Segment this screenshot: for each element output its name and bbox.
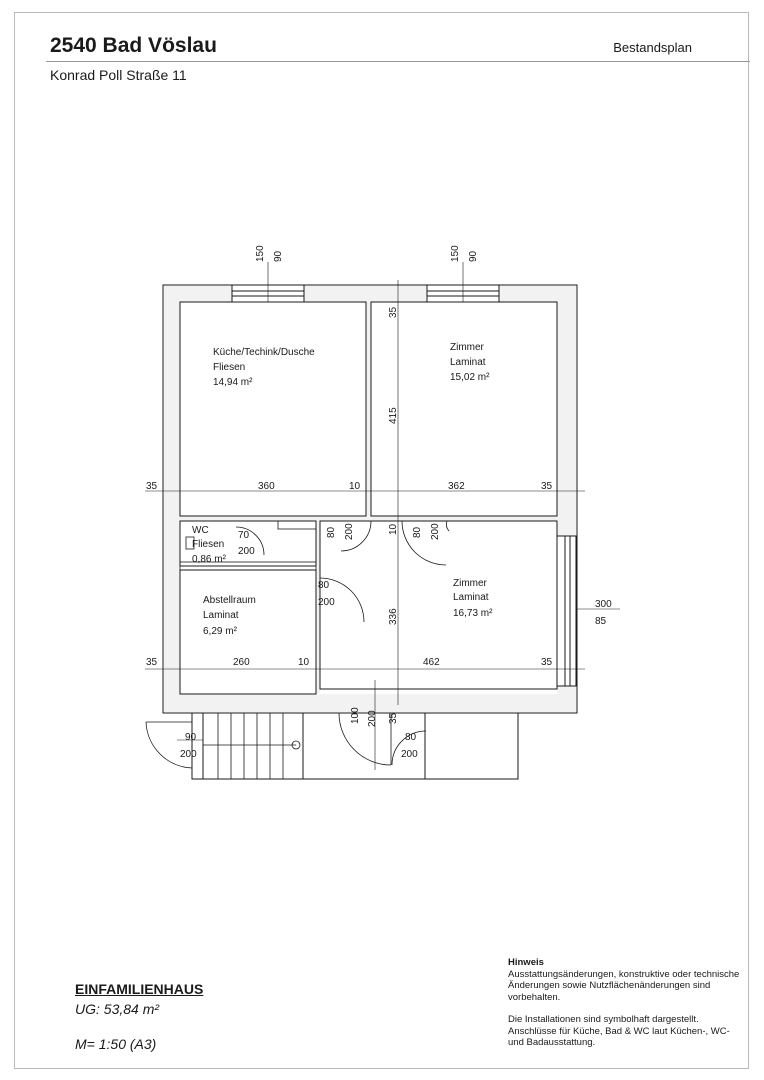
svg-text:Küche/Techink/Dusche: Küche/Techink/Dusche xyxy=(213,347,315,358)
svg-text:Fliesen: Fliesen xyxy=(213,362,245,373)
svg-text:200: 200 xyxy=(344,523,355,540)
svg-text:80: 80 xyxy=(412,526,423,538)
svg-text:362: 362 xyxy=(448,481,465,492)
svg-text:200: 200 xyxy=(401,749,418,760)
svg-text:Zimmer: Zimmer xyxy=(453,578,488,589)
svg-text:Fliesen: Fliesen xyxy=(192,539,224,550)
svg-text:260: 260 xyxy=(233,657,250,668)
address-line: Konrad Poll Straße 11 xyxy=(50,67,187,83)
room-kitchen: Küche/Techink/Dusche Fliesen 14,94 m² xyxy=(213,347,315,388)
svg-text:70: 70 xyxy=(238,530,250,541)
room-wc: WC Fliesen 0,86 m² xyxy=(192,525,227,565)
staircase xyxy=(203,713,301,779)
svg-text:10: 10 xyxy=(388,523,399,535)
svg-text:35: 35 xyxy=(541,481,553,492)
partition-details xyxy=(179,520,317,571)
svg-text:Laminat: Laminat xyxy=(450,357,486,368)
svg-text:200: 200 xyxy=(238,546,255,557)
page-title: 2540 Bad Vöslau xyxy=(50,34,217,57)
note-box: Hinweis Ausstattungsänderungen, konstruk… xyxy=(508,957,743,1060)
dimension-lines xyxy=(145,262,620,770)
svg-text:90: 90 xyxy=(273,250,284,262)
plan-type-label: Bestandsplan xyxy=(613,40,692,55)
svg-text:415: 415 xyxy=(388,407,399,424)
svg-text:35: 35 xyxy=(388,306,399,318)
svg-text:336: 336 xyxy=(388,608,399,625)
svg-text:10: 10 xyxy=(349,481,361,492)
svg-text:300: 300 xyxy=(595,599,612,610)
scale-label: M= 1:50 (A3) xyxy=(75,1036,157,1052)
room-abstellraum: Abstellraum Laminat 6,29 m² xyxy=(203,595,256,637)
svg-text:0,86 m²: 0,86 m² xyxy=(192,554,227,565)
svg-text:WC: WC xyxy=(192,525,209,536)
svg-text:35: 35 xyxy=(541,657,553,668)
svg-text:150: 150 xyxy=(450,245,461,262)
svg-text:360: 360 xyxy=(258,481,275,492)
svg-text:150: 150 xyxy=(255,245,266,262)
svg-text:90: 90 xyxy=(185,732,197,743)
building-type: EINFAMILIENHAUS xyxy=(75,981,204,997)
svg-text:35: 35 xyxy=(146,657,158,668)
note-title: Hinweis xyxy=(508,957,544,968)
svg-text:462: 462 xyxy=(423,657,440,668)
svg-text:85: 85 xyxy=(595,616,607,627)
svg-text:200: 200 xyxy=(367,710,378,727)
dimension-labels: 150 90 150 90 35 360 10 362 35 35 415 80… xyxy=(146,245,612,760)
svg-text:Laminat: Laminat xyxy=(453,592,489,603)
svg-text:90: 90 xyxy=(468,250,479,262)
window-right xyxy=(556,535,577,687)
note-paragraph-2: Die Installationen sind symbolhaft darge… xyxy=(508,1014,730,1048)
room-zimmer-lower: Zimmer Laminat 16,73 m² xyxy=(453,578,493,619)
svg-text:100: 100 xyxy=(350,707,361,724)
svg-text:10: 10 xyxy=(298,657,310,668)
svg-text:80: 80 xyxy=(405,732,417,743)
svg-text:Laminat: Laminat xyxy=(203,610,239,621)
svg-text:16,73 m²: 16,73 m² xyxy=(453,608,493,619)
room-zimmer-upper: Zimmer Laminat 15,02 m² xyxy=(450,342,490,383)
svg-text:35: 35 xyxy=(146,481,158,492)
svg-text:Abstellraum: Abstellraum xyxy=(203,595,256,606)
svg-text:200: 200 xyxy=(180,749,197,760)
svg-text:80: 80 xyxy=(326,526,337,538)
svg-text:15,02 m²: 15,02 m² xyxy=(450,372,490,383)
svg-text:200: 200 xyxy=(430,523,441,540)
doors xyxy=(145,520,450,769)
title-divider xyxy=(46,61,750,62)
svg-text:14,94 m²: 14,94 m² xyxy=(213,377,253,388)
svg-text:80: 80 xyxy=(318,580,330,591)
svg-text:6,29 m²: 6,29 m² xyxy=(203,626,238,637)
note-paragraph-1: Ausstattungsänderungen, konstruktive ode… xyxy=(508,968,740,1003)
svg-text:Zimmer: Zimmer xyxy=(450,342,485,353)
svg-text:35: 35 xyxy=(388,712,399,724)
floor-area: UG: 53,84 m² xyxy=(75,1001,160,1017)
svg-text:200: 200 xyxy=(318,597,335,608)
sheet-border xyxy=(14,12,749,1069)
